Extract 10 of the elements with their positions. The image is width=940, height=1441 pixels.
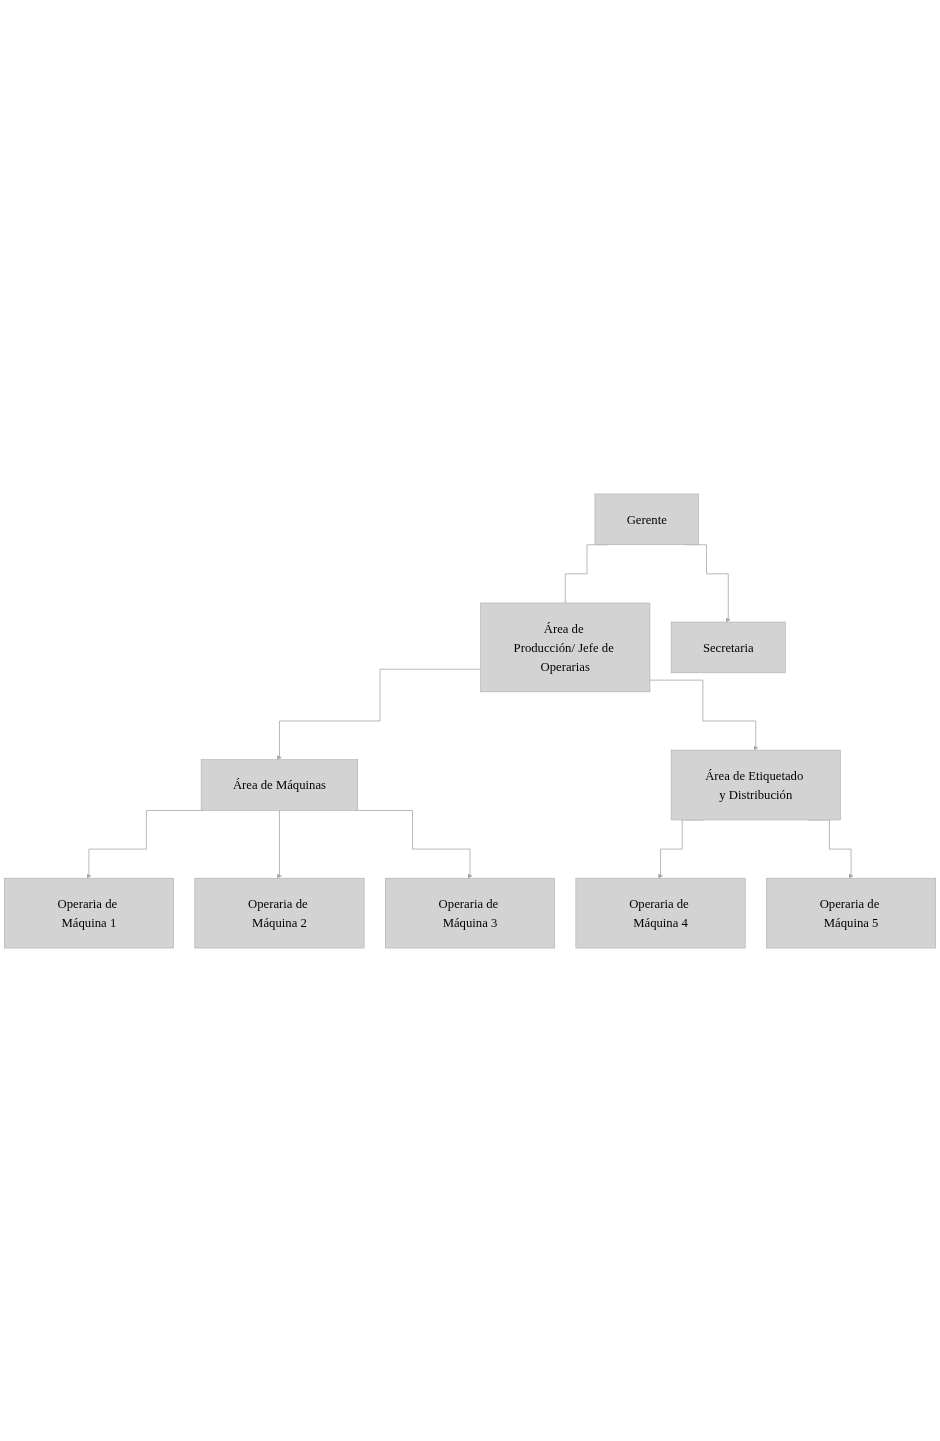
node-box: Gerente: [594, 493, 699, 545]
node-box: Operaria de Máquina 4: [575, 877, 746, 948]
node-box: Área de Máquinas: [200, 758, 359, 811]
node-box: Secretaria: [670, 621, 786, 673]
node-box: Operaria de Máquina 3: [385, 877, 555, 948]
node-box: Operaria de Máquina 2: [194, 877, 365, 948]
node-box: Área de Etiquetado y Distribución: [670, 749, 841, 820]
node-box: Operaria de Máquina 1: [3, 877, 174, 948]
node-box: Operaria de Máquina 5: [766, 877, 937, 948]
node-box: Área de Producción/ Jefe de Operarias: [480, 602, 651, 692]
